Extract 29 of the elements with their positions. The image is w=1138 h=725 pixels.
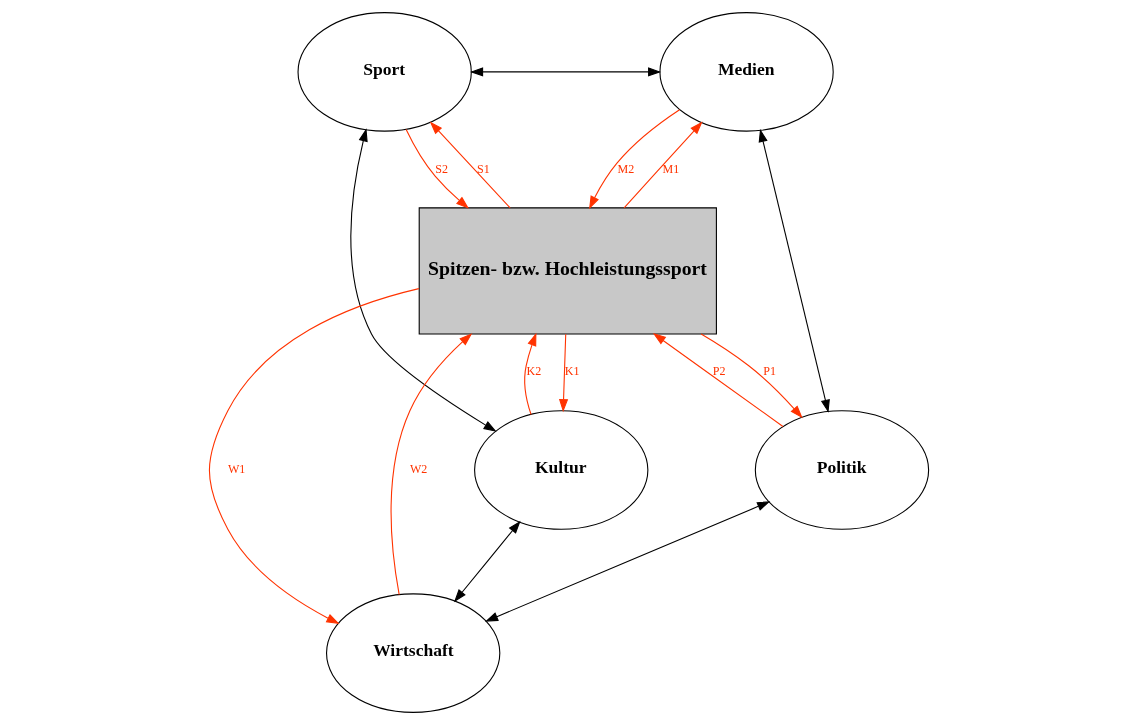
edge-label: M2 (617, 161, 635, 176)
arrow (453, 520, 521, 603)
edge-label: P1 (763, 364, 776, 379)
arrow (700, 333, 803, 419)
node-ellipse: Medien (659, 12, 834, 132)
edge-label: S2 (435, 161, 449, 176)
edge-label: M1 (662, 161, 680, 176)
node-box: Spitzen- bzw. Hochleistungssport (418, 207, 717, 335)
arrow (758, 128, 830, 413)
node-ellipse: Sport (297, 12, 472, 132)
edge-label: K1 (564, 364, 580, 379)
arrow (484, 501, 771, 622)
edge-label: W1 (227, 462, 246, 477)
node-ellipse: Kultur (474, 410, 649, 530)
arrow (208, 288, 420, 624)
edge-label: S1 (477, 161, 490, 176)
arrow (405, 129, 470, 209)
arrow (350, 128, 497, 432)
edge-label: P2 (712, 364, 726, 379)
arrow (623, 121, 703, 209)
arrow (524, 332, 537, 415)
arrow (558, 333, 569, 413)
arrow (429, 121, 511, 209)
arrow (390, 333, 473, 596)
edge-label: K2 (526, 364, 542, 379)
arrow (652, 333, 784, 428)
arrow (469, 67, 662, 77)
edge-label: W2 (409, 462, 428, 477)
arrow (589, 109, 681, 210)
